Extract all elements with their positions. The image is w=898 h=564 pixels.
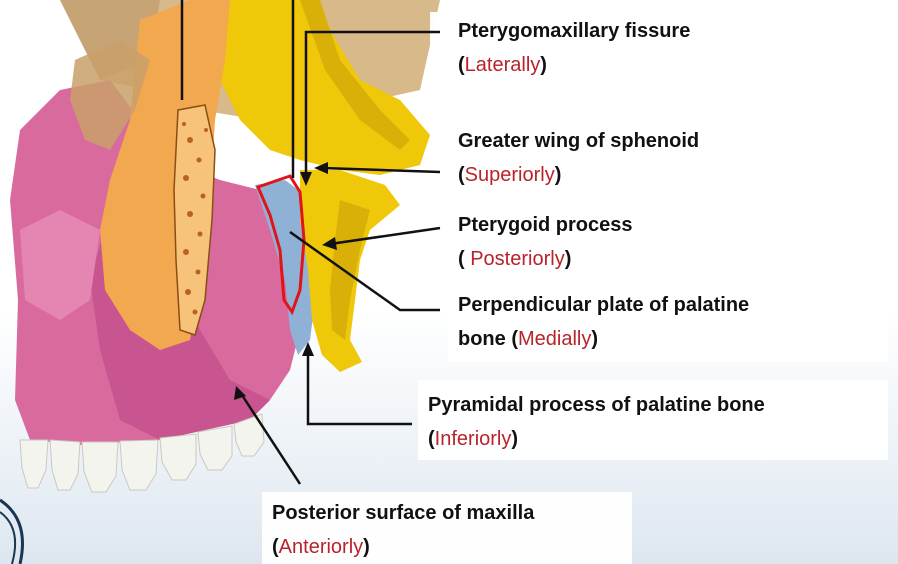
arrowhead <box>322 237 337 250</box>
arrowhead <box>300 172 312 186</box>
label-plate <box>448 200 748 280</box>
paren-close: ) <box>564 248 572 270</box>
label-title: Pyramidal process of palatine bone <box>428 394 765 416</box>
slide-corner-decoration <box>0 511 16 564</box>
zygomatic-cut-surface <box>173 104 216 336</box>
leader-line-pyramidal <box>306 350 412 426</box>
greater-wing-of-sphenoid <box>205 0 430 175</box>
label-direction-line: (Inferiorly) <box>428 422 765 456</box>
cancellous-bone-pattern <box>182 122 208 315</box>
label-plate <box>430 12 610 92</box>
label-plate <box>448 118 818 198</box>
paren-close: ) <box>554 164 562 186</box>
direction-posteriorly: Posteriorly <box>470 248 565 270</box>
label-plate <box>262 492 632 564</box>
label-posterior-surface-of-maxilla: Posterior surface of maxilla (Anteriorly… <box>272 496 534 564</box>
paren-close: ) <box>591 328 599 350</box>
label-plate <box>418 380 888 460</box>
paren-open: ( <box>272 536 279 558</box>
label-title-line1: Perpendicular plate of palatine <box>458 294 750 316</box>
pterygoid-shadow <box>330 200 370 340</box>
label-direction-line: ( Posteriorly) <box>458 242 633 276</box>
pterygomaxillary-fissure-outline <box>255 174 306 316</box>
palatine-bone <box>255 180 315 355</box>
direction-superiorly: Superiorly <box>464 164 555 186</box>
label-pterygoid-process: Pterygoid process ( Posteriorly) <box>458 208 633 276</box>
direction-inferiorly: Inferiorly <box>434 428 512 450</box>
leader-line-posterior-surface <box>238 391 302 485</box>
direction-anteriorly: Anteriorly <box>278 536 364 558</box>
label-title-line2: bone ( <box>458 328 518 350</box>
leader-line-pterygomaxillary <box>304 30 440 178</box>
paren-open: ( <box>458 54 465 76</box>
arrowhead <box>314 162 328 174</box>
greater-wing-shadow <box>300 0 410 150</box>
paren-open: ( <box>458 248 471 270</box>
leader-arrowheads <box>234 162 337 400</box>
paren-open: ( <box>458 164 465 186</box>
label-title: Pterygoid process <box>458 214 633 236</box>
teeth <box>19 413 265 493</box>
leader-lines <box>180 0 441 485</box>
direction-laterally: Laterally <box>464 54 541 76</box>
arrowhead <box>234 386 246 400</box>
label-direction-line: (Laterally) <box>458 48 690 82</box>
direction-medially: Medially <box>518 328 592 350</box>
paren-close: ) <box>511 428 519 450</box>
label-plate <box>448 282 888 362</box>
paren-close: ) <box>363 536 370 558</box>
paren-close: ) <box>540 54 547 76</box>
label-pterygomaxillary-fissure: Pterygomaxillary fissure (Laterally) <box>458 14 690 82</box>
leader-line-greater-wing <box>321 166 441 174</box>
label-pyramidal-process: Pyramidal process of palatine bone (Infe… <box>428 388 765 456</box>
label-title: Posterior surface of maxilla <box>272 502 535 524</box>
label-title: Pterygomaxillary fissure <box>458 20 691 42</box>
paren-open: ( <box>428 428 435 450</box>
label-greater-wing-of-sphenoid: Greater wing of sphenoid (Superiorly) <box>458 124 699 192</box>
label-direction-line: (Superiorly) <box>458 158 699 192</box>
orbit-rim <box>70 40 150 150</box>
leader-line-pterygoid <box>329 226 441 246</box>
leader-line-perpendicular <box>289 230 440 312</box>
slide-corner-decoration <box>0 498 24 564</box>
label-perpendicular-plate: Perpendicular plate of palatine bone (Me… <box>458 288 749 356</box>
arrowhead <box>302 342 314 356</box>
label-title: Greater wing of sphenoid <box>458 130 700 152</box>
maxilla-highlight <box>20 210 100 320</box>
label-direction-line: (Anteriorly) <box>272 530 534 564</box>
label-direction-line: bone (Medially) <box>458 322 749 356</box>
